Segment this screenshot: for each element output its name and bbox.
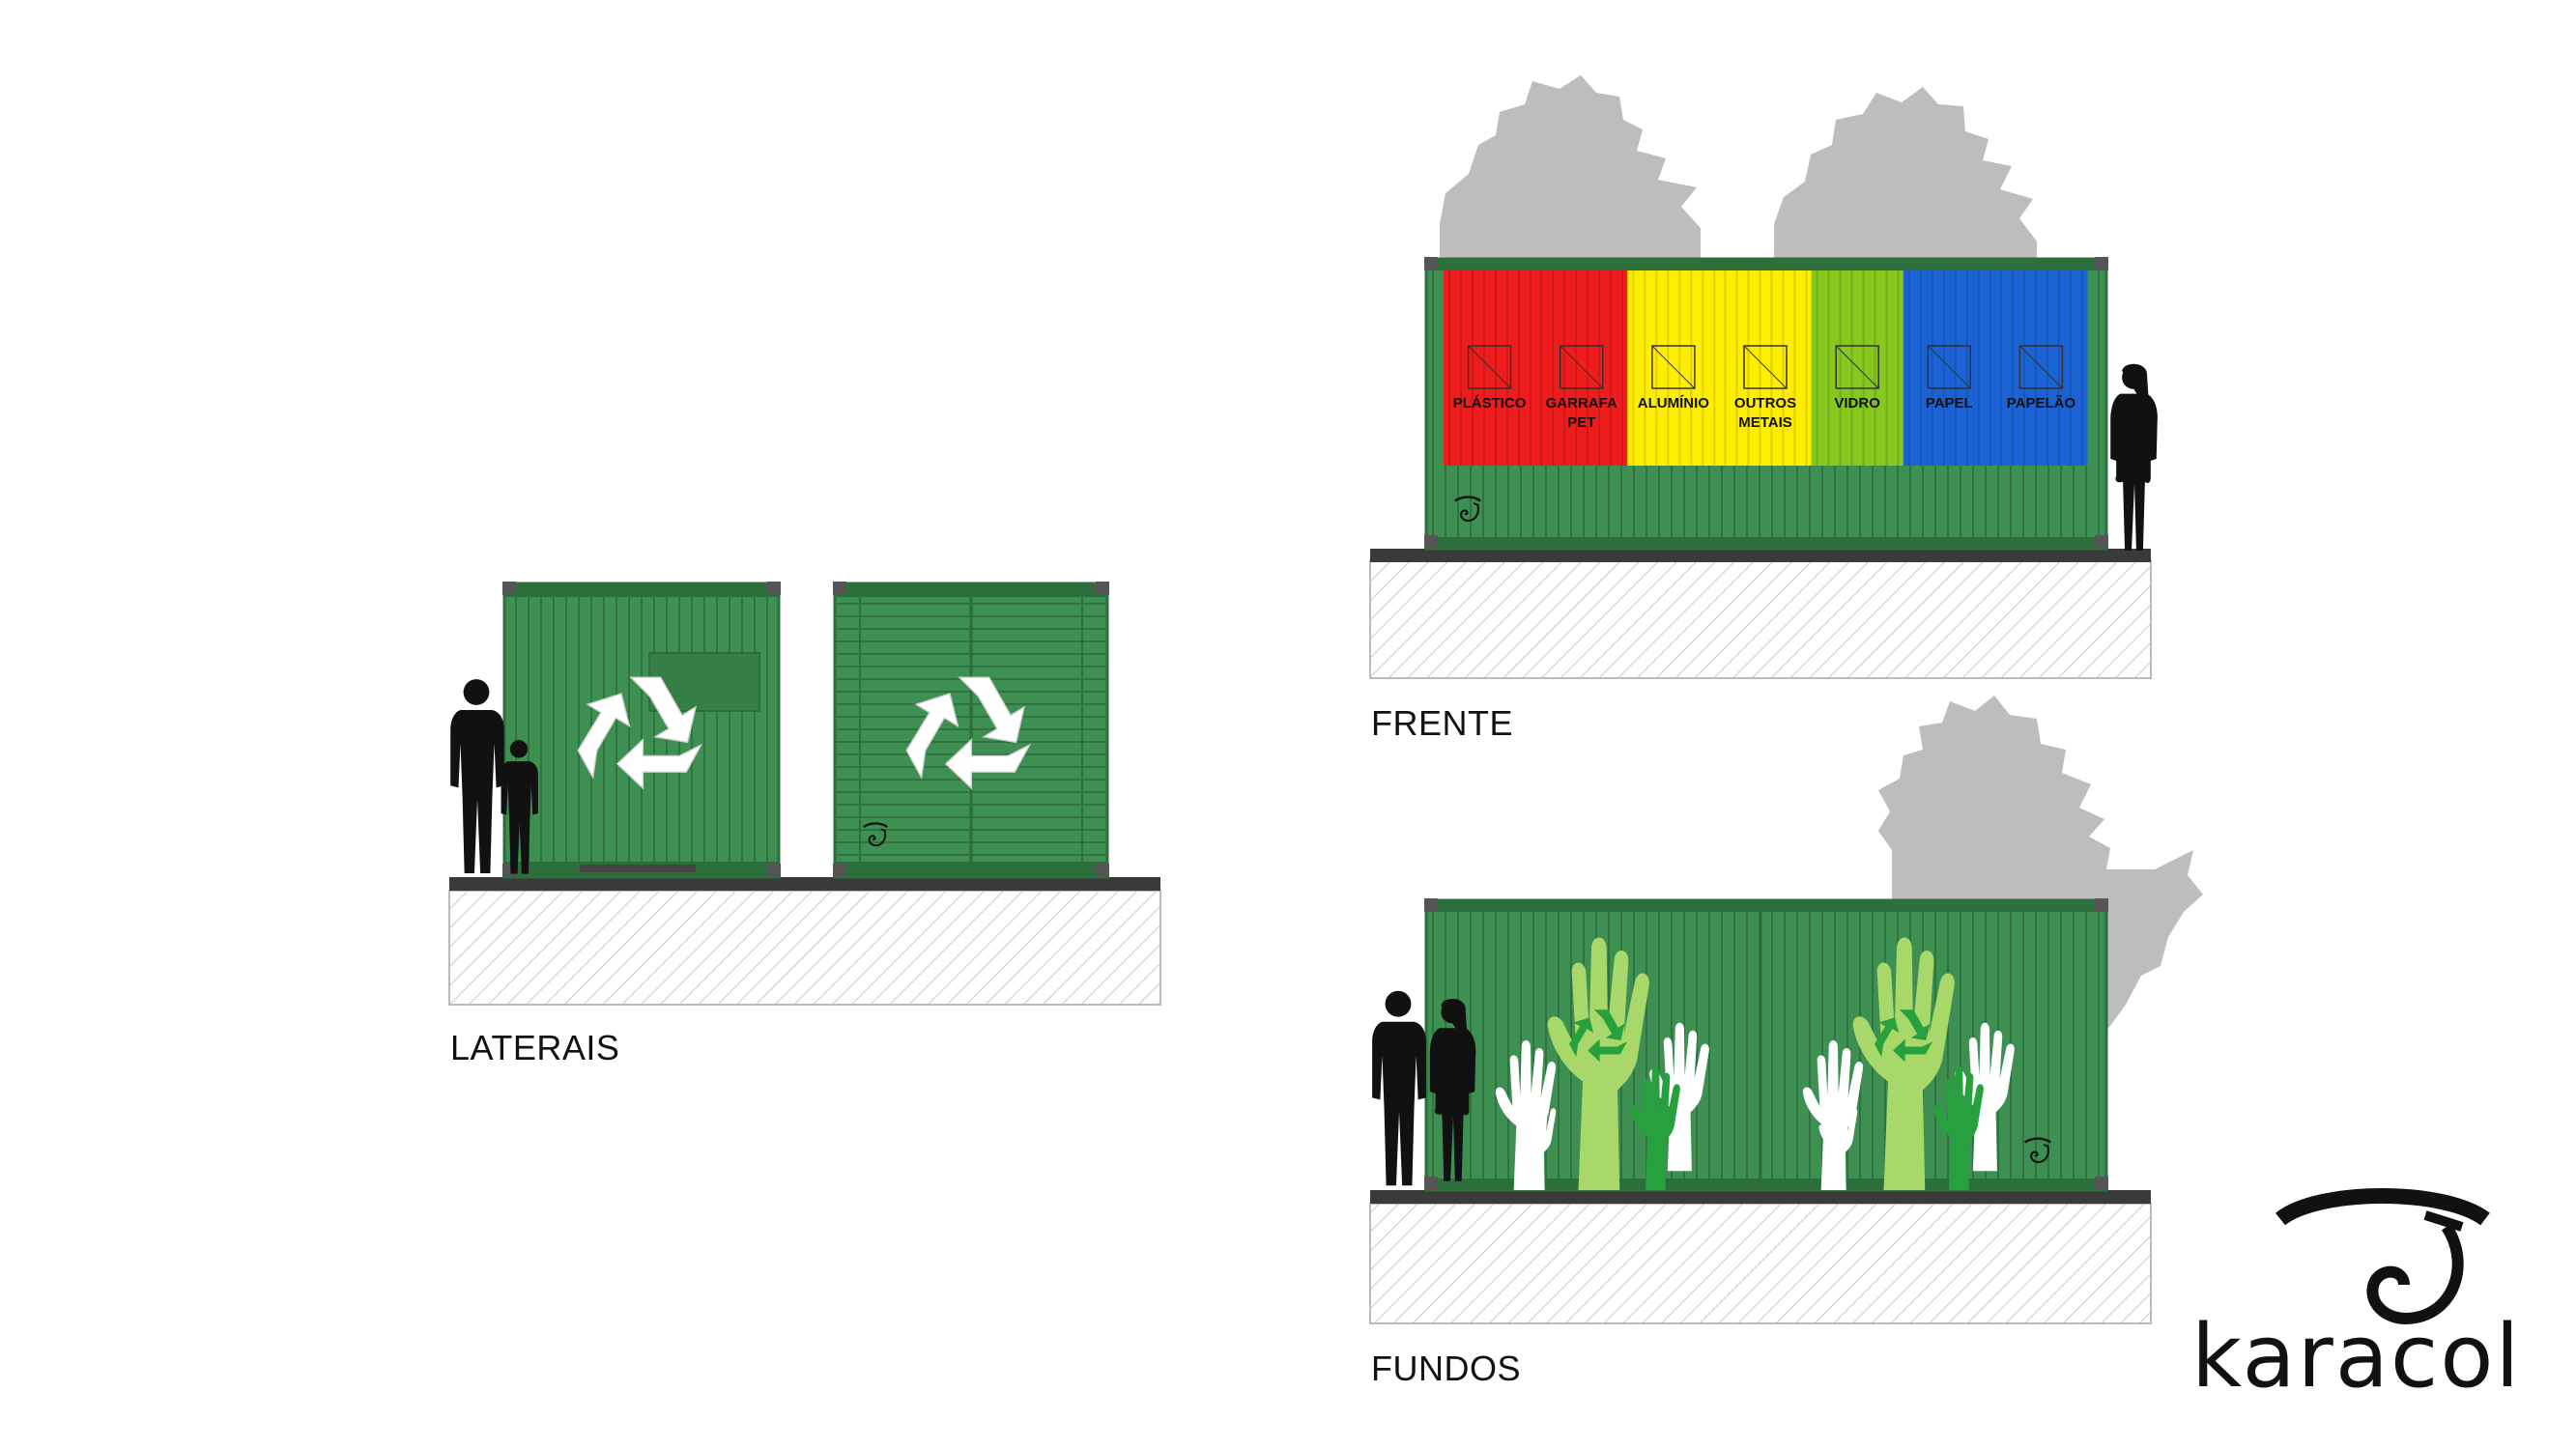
person-silhouette-icon xyxy=(1372,990,1426,1186)
side-container-left xyxy=(502,582,781,879)
bin-label: PAPELÃO xyxy=(2007,394,2076,412)
tree-icon xyxy=(1440,75,2037,276)
frente-ground-line xyxy=(1370,549,2151,562)
brand-name: karacol xyxy=(2191,1306,2522,1407)
laterais-ground-hatch xyxy=(448,890,1161,1006)
snail-logo-icon xyxy=(2275,1188,2490,1226)
bin-panel: PAPEL xyxy=(1903,270,1996,466)
bin-slot xyxy=(1835,345,1879,389)
fundos-ground-line xyxy=(1370,1190,2151,1204)
laterais-ground-line xyxy=(449,877,1160,891)
bin-panel: VIDRO xyxy=(1811,270,1904,466)
bin-panel: PAPELÃO xyxy=(1994,270,2088,466)
bin-label: VIDRO xyxy=(1834,395,1880,412)
bin-slot xyxy=(1743,345,1788,389)
laterais-label: LATERAIS xyxy=(450,1028,620,1067)
person-silhouette-icon xyxy=(2110,363,2158,552)
frente-label: FRENTE xyxy=(1371,703,1513,743)
bin-slot xyxy=(2018,345,2064,389)
person-silhouette-icon xyxy=(450,679,504,873)
bin-slot xyxy=(1559,345,1604,389)
fundos-label: FUNDOS xyxy=(1371,1349,1521,1388)
bin-label: PAPEL xyxy=(1926,395,1973,412)
bin-panel: ALUMÍNIO xyxy=(1627,270,1720,466)
bin-panel: PLÁSTICO xyxy=(1444,270,1536,466)
bin-label: ALUMÍNIO xyxy=(1638,395,1709,412)
brand-logo xyxy=(2275,1188,2490,1324)
bin-slot xyxy=(1467,345,1512,389)
fundos-ground-hatch xyxy=(1369,1203,2152,1324)
bin-slot xyxy=(1927,345,1972,389)
frente-ground-hatch xyxy=(1369,559,2152,679)
fundos-view xyxy=(1369,696,2203,1324)
side-container-right xyxy=(833,582,1109,879)
bin-label: PLÁSTICO xyxy=(1453,395,1527,412)
laterais-view xyxy=(448,582,1161,1006)
bin-slot xyxy=(1651,345,1696,389)
